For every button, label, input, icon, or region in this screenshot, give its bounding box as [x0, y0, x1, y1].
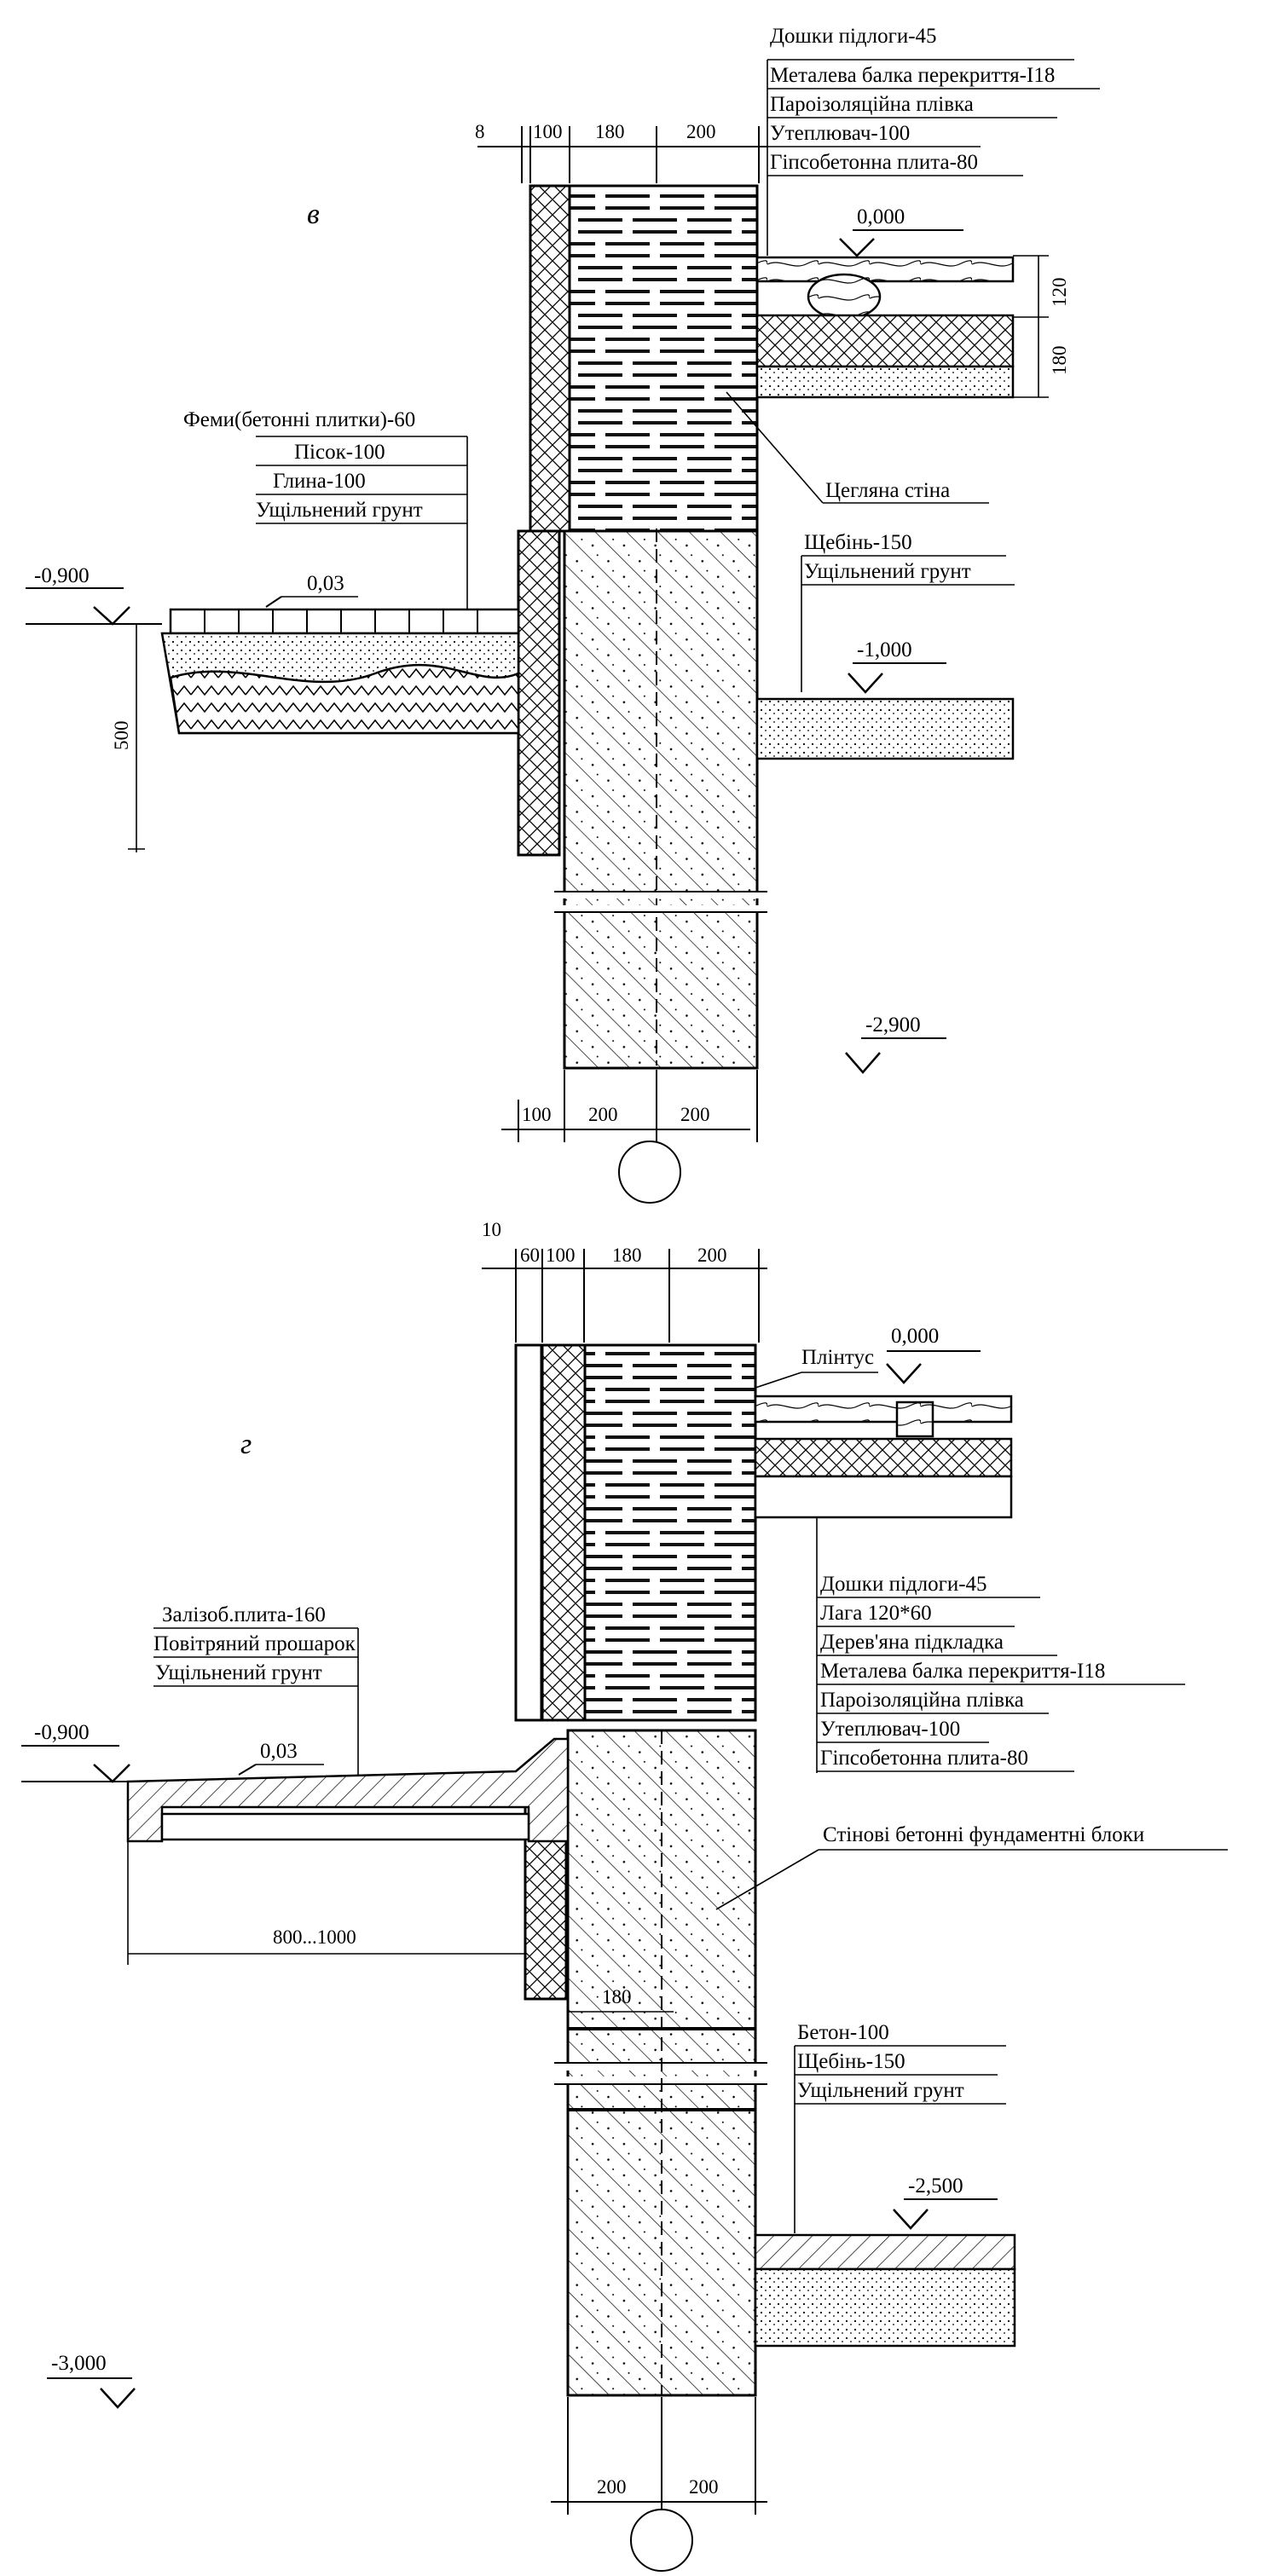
ground-layers-callout-g: Залізоб.плита-160 Повітряний прошарок Ущ…	[153, 1603, 359, 1782]
insulation-layer-v	[529, 184, 571, 533]
floor-layer-g-3: Дерев'яна підкладка	[820, 1631, 1004, 1654]
air-gap-g	[514, 1343, 543, 1722]
dim-180-right: 180	[1049, 346, 1070, 376]
block-dim-180: 180	[602, 1986, 632, 2007]
dim-100-g: 100	[546, 1245, 576, 1266]
floor-layer-g-7: Гіпсобетонна плита-80	[820, 1747, 1028, 1770]
floor-layer-3: Пароізоляційна плівка	[770, 93, 974, 116]
floor-layer-g-5: Пароізоляційна плівка	[820, 1689, 1024, 1712]
dim-500: 500	[111, 721, 132, 751]
slope-v: 0,03	[307, 572, 344, 595]
plinth-label: Плінтус	[801, 1346, 874, 1369]
base-layer-g-2: Щебінь-150	[797, 2050, 905, 2073]
ground-slab-g: -0,900 0,03 800...1000	[21, 1721, 570, 1965]
level-bottom-v: -2,900	[865, 1014, 921, 1037]
dim-10: 10	[482, 1219, 501, 1240]
ground-layer-g-1: Залізоб.плита-160	[162, 1603, 326, 1626]
dim-200-g: 200	[697, 1245, 727, 1266]
dim-180: 180	[595, 121, 625, 142]
bottom-dim-100: 100	[522, 1104, 552, 1125]
level-floor-v: 0,000	[839, 205, 963, 257]
ground-layers-callout-v: Феми(бетонні плитки)-60 Пісок-100 Глина-…	[183, 408, 468, 614]
floor-layer-1: Дошки підлоги-45	[770, 25, 937, 48]
top-dimension-chain-v: 8 100 180 200	[475, 121, 767, 183]
dim-120: 120	[1049, 278, 1070, 308]
ground-paving-v: -0,900 0,03 500	[26, 564, 520, 852]
level-ground-g: -0,900	[34, 1721, 90, 1744]
bottom-dim-g-200-a: 200	[597, 2476, 627, 2498]
level-base-g: -2,500	[908, 2175, 963, 2198]
wall-label-v: Цегляна стіна	[825, 479, 950, 502]
floor-layer-g-4: Металева балка перекриття-I18	[820, 1660, 1105, 1683]
gravel-base-v	[755, 697, 1015, 760]
insulation-layer-g	[541, 1343, 587, 1722]
bottom-dimension-chain-v: 100 200 200	[501, 1070, 758, 1204]
level-0000-v: 0,000	[857, 205, 905, 228]
ground-layer-4: Ущільнений грунт	[256, 499, 423, 522]
level-ground-v: -0,900	[34, 564, 90, 587]
floor-layer-2: Металева балка перекриття-I18	[770, 64, 1055, 87]
level-bottom-g: -3,000	[51, 2352, 107, 2375]
dim-800-1000: 800...1000	[273, 1926, 356, 1948]
ground-layer-2: Пісок-100	[294, 441, 385, 464]
ground-layer-g-2: Повітряний прошарок	[153, 1632, 356, 1655]
foundation-block-v	[563, 529, 759, 1070]
floor-layer-g-2: Лага 120*60	[820, 1602, 932, 1625]
base-layers-callout-g: Бетон-100 Щебінь-150 Ущільнений грунт -2…	[47, 2021, 1016, 2409]
dim-60: 60	[520, 1245, 540, 1266]
base-layer-1: Щебінь-150	[804, 531, 912, 554]
dim-100: 100	[533, 121, 563, 142]
floor-layer-g-6: Утеплювач-100	[820, 1718, 960, 1741]
level-0000-g: 0,000	[891, 1325, 939, 1348]
section-mark-v: в	[307, 199, 320, 230]
base-layer-2: Ущільнений грунт	[804, 560, 971, 583]
brick-wall-g	[583, 1343, 757, 1722]
floor-slab-g: Плінтус 0,000	[754, 1325, 1013, 1519]
base-layer-g-1: Бетон-100	[797, 2021, 889, 2044]
blocks-label-g: Стінові бетонні фундаментні блоки	[823, 1823, 1144, 1846]
level-base-v: -1,000	[857, 638, 912, 661]
bottom-dim-g-200-b: 200	[689, 2476, 719, 2498]
waterproofing-v	[517, 529, 561, 857]
ground-layer-g-3: Ущільнений грунт	[155, 1661, 322, 1684]
base-layer-g-3: Ущільнений грунт	[797, 2079, 964, 2102]
brick-wall-v	[568, 184, 759, 533]
section-mark-g: г	[240, 1429, 252, 1460]
floor-layers-callout-g: Дошки підлоги-45 Лага 120*60 Дерев'яна п…	[816, 1517, 1185, 1773]
floor-slab-v: 120 180	[755, 255, 1070, 399]
floor-layer-g-1: Дошки підлоги-45	[820, 1573, 987, 1596]
bottom-dimension-chain-g: 200 200	[551, 2397, 767, 2572]
floor-layers-callout-v: Дошки підлоги-45 Металева балка перекрит…	[767, 25, 1100, 256]
base-layers-callout-v: Щебінь-150 Ущільнений грунт -1,000 -2,90…	[755, 531, 1015, 1074]
section-v: в 8 100 180 200	[26, 25, 1100, 1204]
ground-layer-1: Феми(бетонні плитки)-60	[183, 408, 415, 431]
top-dimension-chain-g: 10 60 100 180 200	[482, 1219, 767, 1343]
bottom-dim-200-b: 200	[680, 1104, 710, 1125]
section-g: г 10 60 100 180 200 180	[21, 1219, 1228, 2572]
floor-layer-4: Утеплювач-100	[770, 122, 910, 145]
dim-180-g: 180	[612, 1245, 642, 1266]
dim-200: 200	[686, 121, 716, 142]
dim-8: 8	[475, 121, 485, 142]
floor-layer-5: Гіпсобетонна плита-80	[770, 151, 978, 174]
slope-g: 0,03	[260, 1740, 298, 1763]
ground-layer-3: Глина-100	[273, 470, 366, 493]
bottom-dim-200-a: 200	[588, 1104, 618, 1125]
